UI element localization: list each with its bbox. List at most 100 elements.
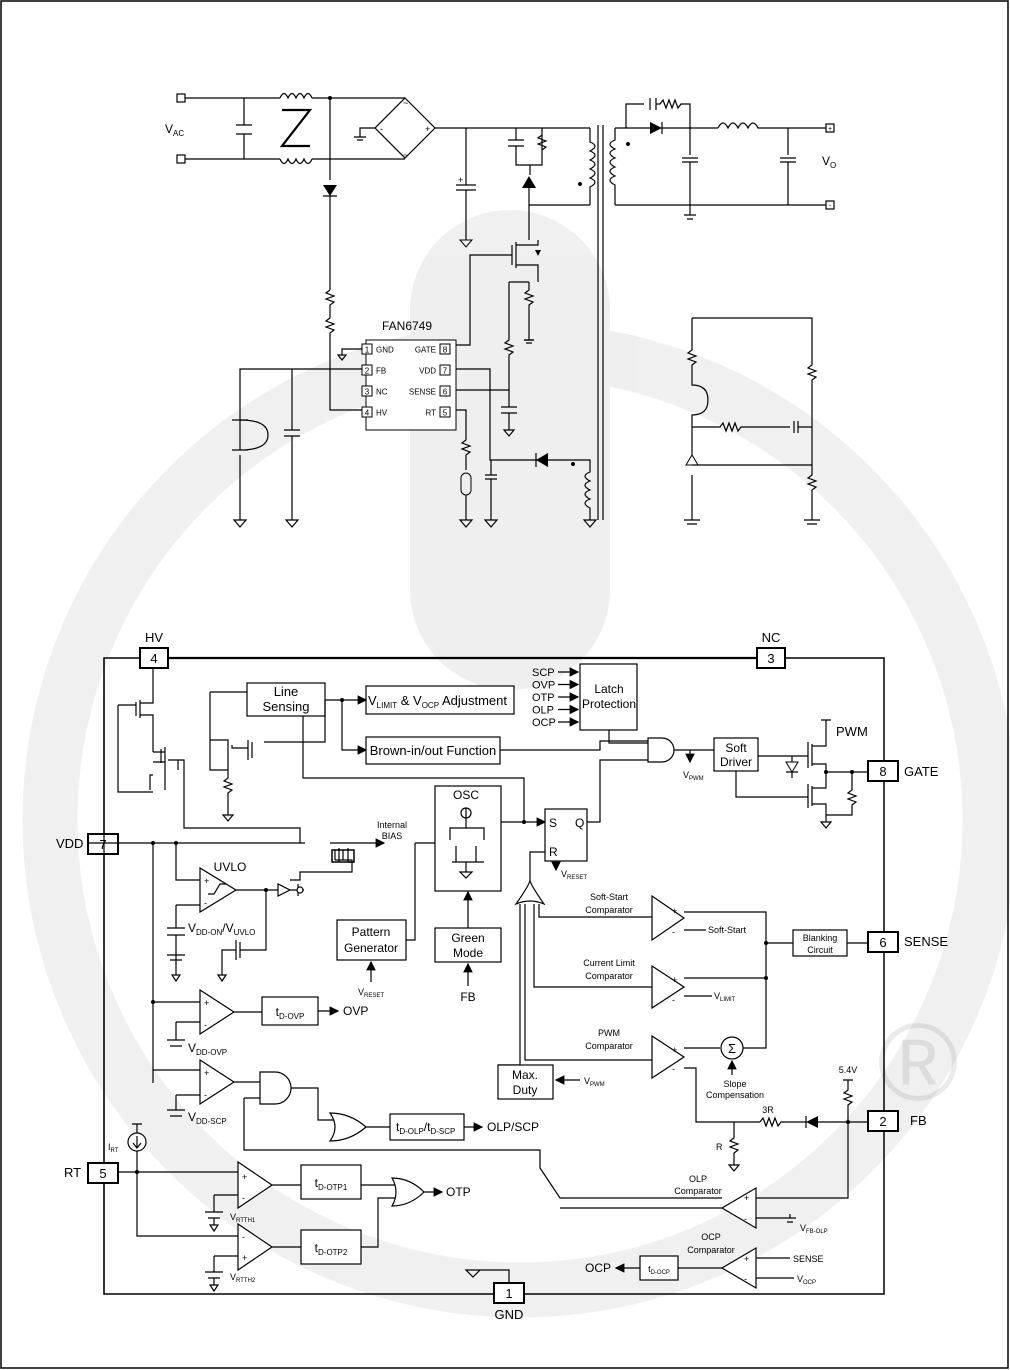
ic-pin-box — [361, 364, 373, 376]
svg-text:+: + — [672, 1045, 677, 1055]
svg-text:tD-OLP/tD-SCP: tD-OLP/tD-SCP — [396, 1120, 455, 1136]
ic-pin-number: 2 — [365, 367, 370, 376]
latch-input-label: OLP — [532, 705, 554, 717]
vlimit-vocp-adjustment-block — [365, 685, 515, 715]
svg-text:Circuit: Circuit — [807, 945, 833, 955]
svg-text:Duty: Duty — [513, 1083, 538, 1097]
svg-text:1: 1 — [505, 1286, 512, 1301]
svg-text:Soft: Soft — [725, 741, 747, 755]
svg-text:5.4V: 5.4V — [839, 1065, 858, 1075]
svg-text:-: - — [672, 995, 675, 1005]
svg-text:OLP: OLP — [689, 1174, 707, 1184]
ic-pin-name: GND — [376, 346, 394, 355]
gate-or-otp — [390, 1177, 425, 1207]
svg-text:Q: Q — [575, 816, 584, 830]
svg-text:OVP: OVP — [343, 1004, 368, 1018]
svg-text:OCP: OCP — [585, 1261, 611, 1275]
svg-text:IRT: IRT — [108, 1142, 119, 1154]
svg-text:OLP/SCP: OLP/SCP — [487, 1120, 539, 1134]
svg-text:+: + — [242, 1253, 247, 1263]
td-otp1-block — [300, 1164, 362, 1200]
latch-input-label: OCP — [532, 717, 556, 729]
svg-text:Current Limit: Current Limit — [583, 958, 635, 968]
svg-text:-: - — [744, 1214, 747, 1224]
svg-text:3: 3 — [767, 651, 774, 666]
latch-input-label: SCP — [532, 667, 555, 679]
svg-text:Latch: Latch — [594, 682, 623, 696]
svg-text:VDD-SCP: VDD-SCP — [188, 1110, 227, 1126]
uvlo-comparator — [199, 866, 238, 914]
vpwm-label: VPWM — [683, 770, 704, 782]
ocp-comparator — [720, 1246, 757, 1290]
soft-driver-block — [713, 737, 759, 772]
svg-text:SENSE: SENSE — [904, 934, 948, 949]
svg-text:-: - — [744, 1274, 747, 1284]
ic-pin-box — [361, 406, 373, 418]
svg-text:-: - — [204, 1020, 207, 1030]
svg-text:Soft-Start: Soft-Start — [590, 892, 629, 902]
registered-mark: ® — [877, 1001, 958, 1124]
svg-text:Protection: Protection — [582, 697, 636, 711]
oscillator-block — [434, 785, 502, 892]
pin-fb: 2 FB — [867, 1110, 927, 1132]
svg-text:RT: RT — [64, 1165, 81, 1180]
svg-text:S: S — [549, 816, 557, 830]
vreset-label-top: VRESET — [561, 869, 587, 881]
svg-text:VDD: VDD — [56, 836, 83, 851]
ic-pin-box — [439, 385, 451, 397]
svg-text:VFB-OLP: VFB-OLP — [800, 1223, 828, 1235]
soft-start-comparator — [651, 894, 686, 942]
svg-text:Green: Green — [451, 931, 484, 945]
vlimit-vocp-adjustment-label: VLIMIT & VOCP Adjustment — [368, 693, 507, 710]
current-limit-comparator — [651, 964, 686, 1010]
fan6749-label: FAN6749 — [382, 319, 432, 333]
svg-text:BIAS: BIAS — [382, 831, 403, 841]
ic-pin-name: HV — [376, 409, 388, 418]
svg-text:+: + — [425, 124, 430, 134]
ic-pin-name: GATE — [415, 346, 436, 355]
ic-pin-number: 6 — [443, 388, 448, 397]
gate-and — [647, 737, 675, 763]
svg-text:Compensation: Compensation — [706, 1090, 764, 1100]
ic-pin-name: NC — [376, 388, 388, 397]
pin-hv: 4 HV — [139, 630, 169, 669]
svg-text:R: R — [549, 845, 558, 859]
svg-text:-: - — [672, 1064, 675, 1074]
ic-pin-box — [439, 343, 451, 355]
ic-pin-box — [439, 406, 451, 418]
pin-nc: 3 NC — [756, 630, 786, 669]
ovp-comparator — [199, 988, 236, 1036]
vlimit-label: VLIMIT — [714, 991, 736, 1003]
svg-text:+: + — [204, 1068, 209, 1078]
td-olp-scp-block — [389, 1113, 465, 1141]
svg-text:-: - — [204, 898, 207, 908]
ic-pin-number: 5 — [443, 409, 448, 418]
svg-text:GND: GND — [495, 1307, 524, 1322]
svg-text:FB: FB — [910, 1113, 927, 1128]
ic-pin-box — [439, 364, 451, 376]
vac-label: VAC — [165, 122, 184, 138]
otp1-comparator — [237, 1160, 274, 1210]
svg-text:FB: FB — [460, 990, 475, 1004]
svg-text:-: - — [242, 1193, 245, 1203]
svg-text:Slope: Slope — [723, 1079, 746, 1089]
svg-text:8: 8 — [879, 764, 886, 779]
svg-text:OSC: OSC — [453, 788, 479, 802]
svg-text:VRTTH1: VRTTH1 — [230, 1212, 256, 1224]
pin-gnd: 1 GND — [493, 1282, 525, 1322]
svg-text:tD-OTP1: tD-OTP1 — [315, 1176, 348, 1192]
svg-text:tD-OCP: tD-OCP — [648, 1264, 670, 1276]
svg-text:Brown-in/out Function: Brown-in/out Function — [370, 743, 496, 758]
svg-text:7: 7 — [99, 837, 106, 852]
max-duty-block — [497, 1064, 554, 1100]
svg-text:Blanking: Blanking — [803, 933, 838, 943]
svg-text:Comparator: Comparator — [687, 1245, 735, 1255]
ac-terminal-top — [176, 93, 186, 103]
olp-comparator — [720, 1186, 757, 1230]
svg-text:+: + — [672, 975, 677, 985]
otp2-comparator — [237, 1222, 274, 1272]
bridge-rectifier — [374, 97, 436, 159]
svg-text:Line: Line — [274, 684, 299, 699]
ic-pin-number: 7 — [443, 367, 448, 376]
